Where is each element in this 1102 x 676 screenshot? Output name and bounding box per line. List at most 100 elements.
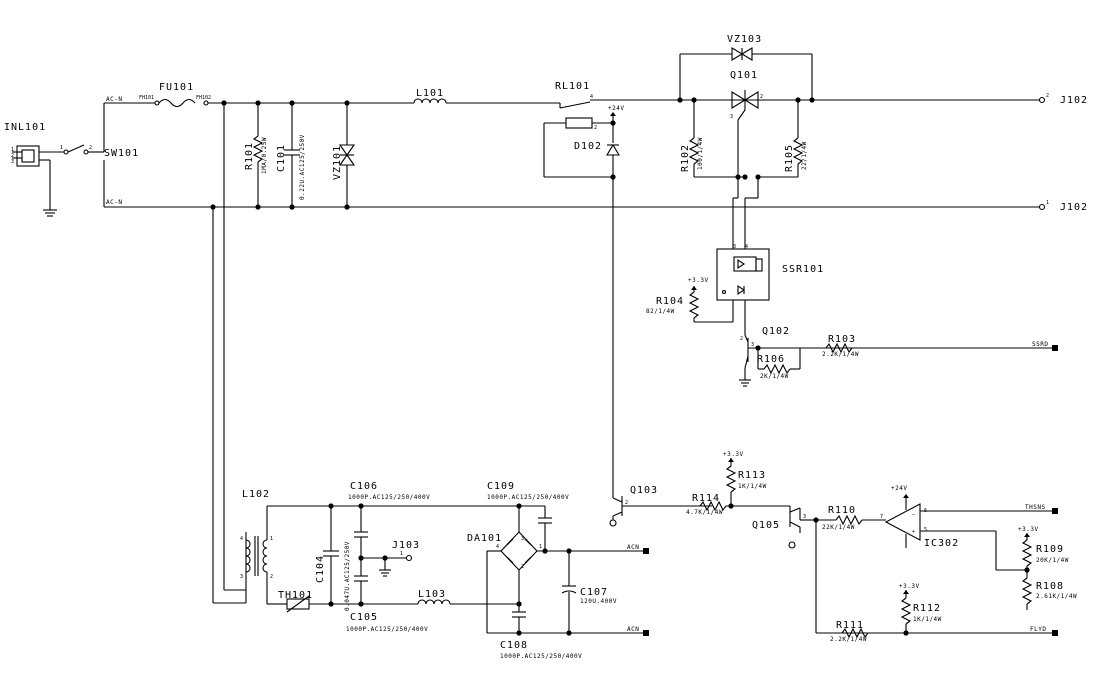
net-acn-out: ACN [627, 544, 639, 551]
net-thsns: THSNS [1025, 504, 1046, 511]
svg-text:1000P.AC125/250/400V: 1000P.AC125/250/400V [487, 494, 569, 501]
r105-top-resistor: R105 22/1/4W [758, 100, 808, 178]
svg-text:1000P.AC125/250/400V: 1000P.AC125/250/400V [346, 626, 428, 633]
svg-text:2: 2 [625, 500, 628, 506]
svg-text:2: 2 [11, 153, 14, 159]
c106-capacitor: C106 1000P.AC125/250/400V [348, 481, 430, 558]
net-acl-out: ACN [627, 626, 639, 633]
c106-label: C106 [350, 481, 378, 492]
svg-text:FH101: FH101 [139, 95, 154, 101]
svg-text:−: − [912, 512, 915, 518]
svg-text:2: 2 [89, 145, 92, 151]
svg-text:2: 2 [760, 94, 763, 100]
svg-text:1: 1 [11, 147, 14, 153]
fu101-label: FU101 [159, 82, 194, 93]
r113-label: R113 [738, 470, 766, 481]
svg-text:1K/1/4W: 1K/1/4W [738, 483, 767, 490]
svg-text:20K/1/4W: 20K/1/4W [1036, 557, 1069, 564]
r108-resistor: R108 2.61K/1/4W [1021, 570, 1077, 610]
ic302-comparator: − + +24V 7 6 5 IC302 [880, 485, 1058, 549]
l103-inductor: L103 [417, 589, 451, 605]
l102-choke: L102 4 1 3 2 [240, 489, 273, 603]
c101-capacitor: C101 0.22U.AC125/250V [276, 103, 306, 207]
j103-connector: J103 1 [361, 540, 420, 570]
l103-label: L103 [418, 589, 446, 600]
c107-capacitor: C107 120U.400V [561, 551, 617, 633]
svg-text:7: 7 [880, 514, 883, 520]
svg-text:3: 3 [240, 574, 243, 580]
svg-text:0.22U.AC125/250V: 0.22U.AC125/250V [299, 134, 306, 200]
r108-label: R108 [1036, 581, 1064, 592]
net-24v-relay: +24V [608, 105, 624, 112]
c101-label: C101 [276, 144, 287, 172]
r113-resistor: +3.3V R113 1K/1/4W [723, 451, 767, 506]
svg-text:FH102: FH102 [196, 95, 211, 101]
rl101-relay: RL101 4 2 [543, 81, 680, 178]
ground-icon [43, 209, 57, 217]
r101-label: R101 [244, 142, 255, 170]
ssr101-label: SSR101 [782, 264, 824, 275]
net-ssrd: SSRD [1032, 341, 1048, 348]
net-flyd: FLYD [1030, 626, 1046, 633]
svg-text:2.2K/1/4W: 2.2K/1/4W [830, 636, 867, 643]
net-ac-n-bottom: AC-N [106, 199, 122, 206]
svg-text:4.7K/1/4W: 4.7K/1/4W [686, 509, 723, 516]
r104-resistor: +3.3V R104 82/1/4W [646, 277, 733, 323]
d102-label: D102 [574, 141, 602, 152]
ssr101-relay: 3 4 SSR101 [716, 177, 824, 335]
net-3v3-r112: +3.3V [899, 583, 920, 590]
r114-resistor: R114 4.7K/1/4W [686, 493, 790, 516]
sw101-switch: 1 2 SW101 [60, 144, 139, 159]
c109-label: C109 [487, 481, 515, 492]
c104-capacitor: C104 0.047U.AC125/250V [315, 506, 351, 611]
l101-label: L101 [416, 88, 444, 99]
svg-text:5: 5 [924, 527, 927, 533]
net-ac-n-top: AC-N [106, 96, 122, 103]
inl101-inlet: 1 2 3 INL101 [4, 122, 46, 167]
r106-label: R106 [757, 354, 785, 365]
r102-label: R102 [680, 144, 691, 172]
net-24v-ic: +24V [891, 485, 907, 492]
c105-label: C105 [350, 612, 378, 623]
sw101-label: SW101 [104, 148, 139, 159]
vz103-label: VZ103 [727, 34, 762, 45]
svg-text:2: 2 [270, 574, 273, 580]
svg-text:100/1/4W: 100/1/4W [697, 137, 704, 170]
th101-label: TH101 [278, 590, 313, 601]
c105-capacitor: C105 1000P.AC125/250/400V [346, 558, 428, 633]
svg-text:1000P.AC125/250/400V: 1000P.AC125/250/400V [348, 494, 430, 501]
inl101-label: INL101 [4, 122, 46, 133]
svg-text:1: 1 [270, 536, 273, 542]
svg-text:120U.400V: 120U.400V [580, 598, 617, 605]
j103-label: J103 [392, 540, 420, 551]
svg-text:1: 1 [1046, 200, 1049, 206]
svg-text:22/1/4W: 22/1/4W [801, 141, 808, 170]
svg-text:1K/1/4W: 1K/1/4W [913, 616, 942, 623]
svg-text:2: 2 [740, 336, 743, 342]
ground-icon [739, 379, 751, 387]
l101-inductor: L101 [413, 88, 447, 104]
r103-resistor: R103 2.2K/1/4W [822, 334, 859, 358]
r104-label: R104 [656, 296, 684, 307]
svg-text:2: 2 [1046, 93, 1049, 99]
svg-text:4: 4 [496, 544, 499, 550]
net-3v3-r104: +3.3V [688, 277, 709, 284]
c107-label: C107 [580, 587, 608, 598]
l102-label: L102 [242, 489, 270, 500]
svg-text:2: 2 [594, 125, 597, 131]
svg-text:4: 4 [745, 244, 748, 250]
ground-icon [379, 569, 391, 577]
svg-text:1: 1 [539, 544, 542, 550]
d102-diode: D102 [574, 120, 620, 180]
r112-resistor: +3.3V R112 1K/1/4W [899, 583, 942, 633]
svg-text:3: 3 [11, 159, 14, 165]
svg-text:1: 1 [60, 145, 63, 151]
svg-text:3: 3 [521, 536, 524, 542]
c108-label: C108 [500, 640, 528, 651]
r102-resistor: R102 100/1/4W [680, 100, 745, 178]
th101-thermistor: TH101 [278, 590, 331, 613]
j102-bottom-label: J102 [1060, 202, 1088, 213]
vz101-label: VZ101 [332, 145, 343, 180]
c108-capacitor: C108 1000P.AC125/250/400V [500, 604, 582, 660]
r105-top-label: R105 [784, 144, 795, 172]
